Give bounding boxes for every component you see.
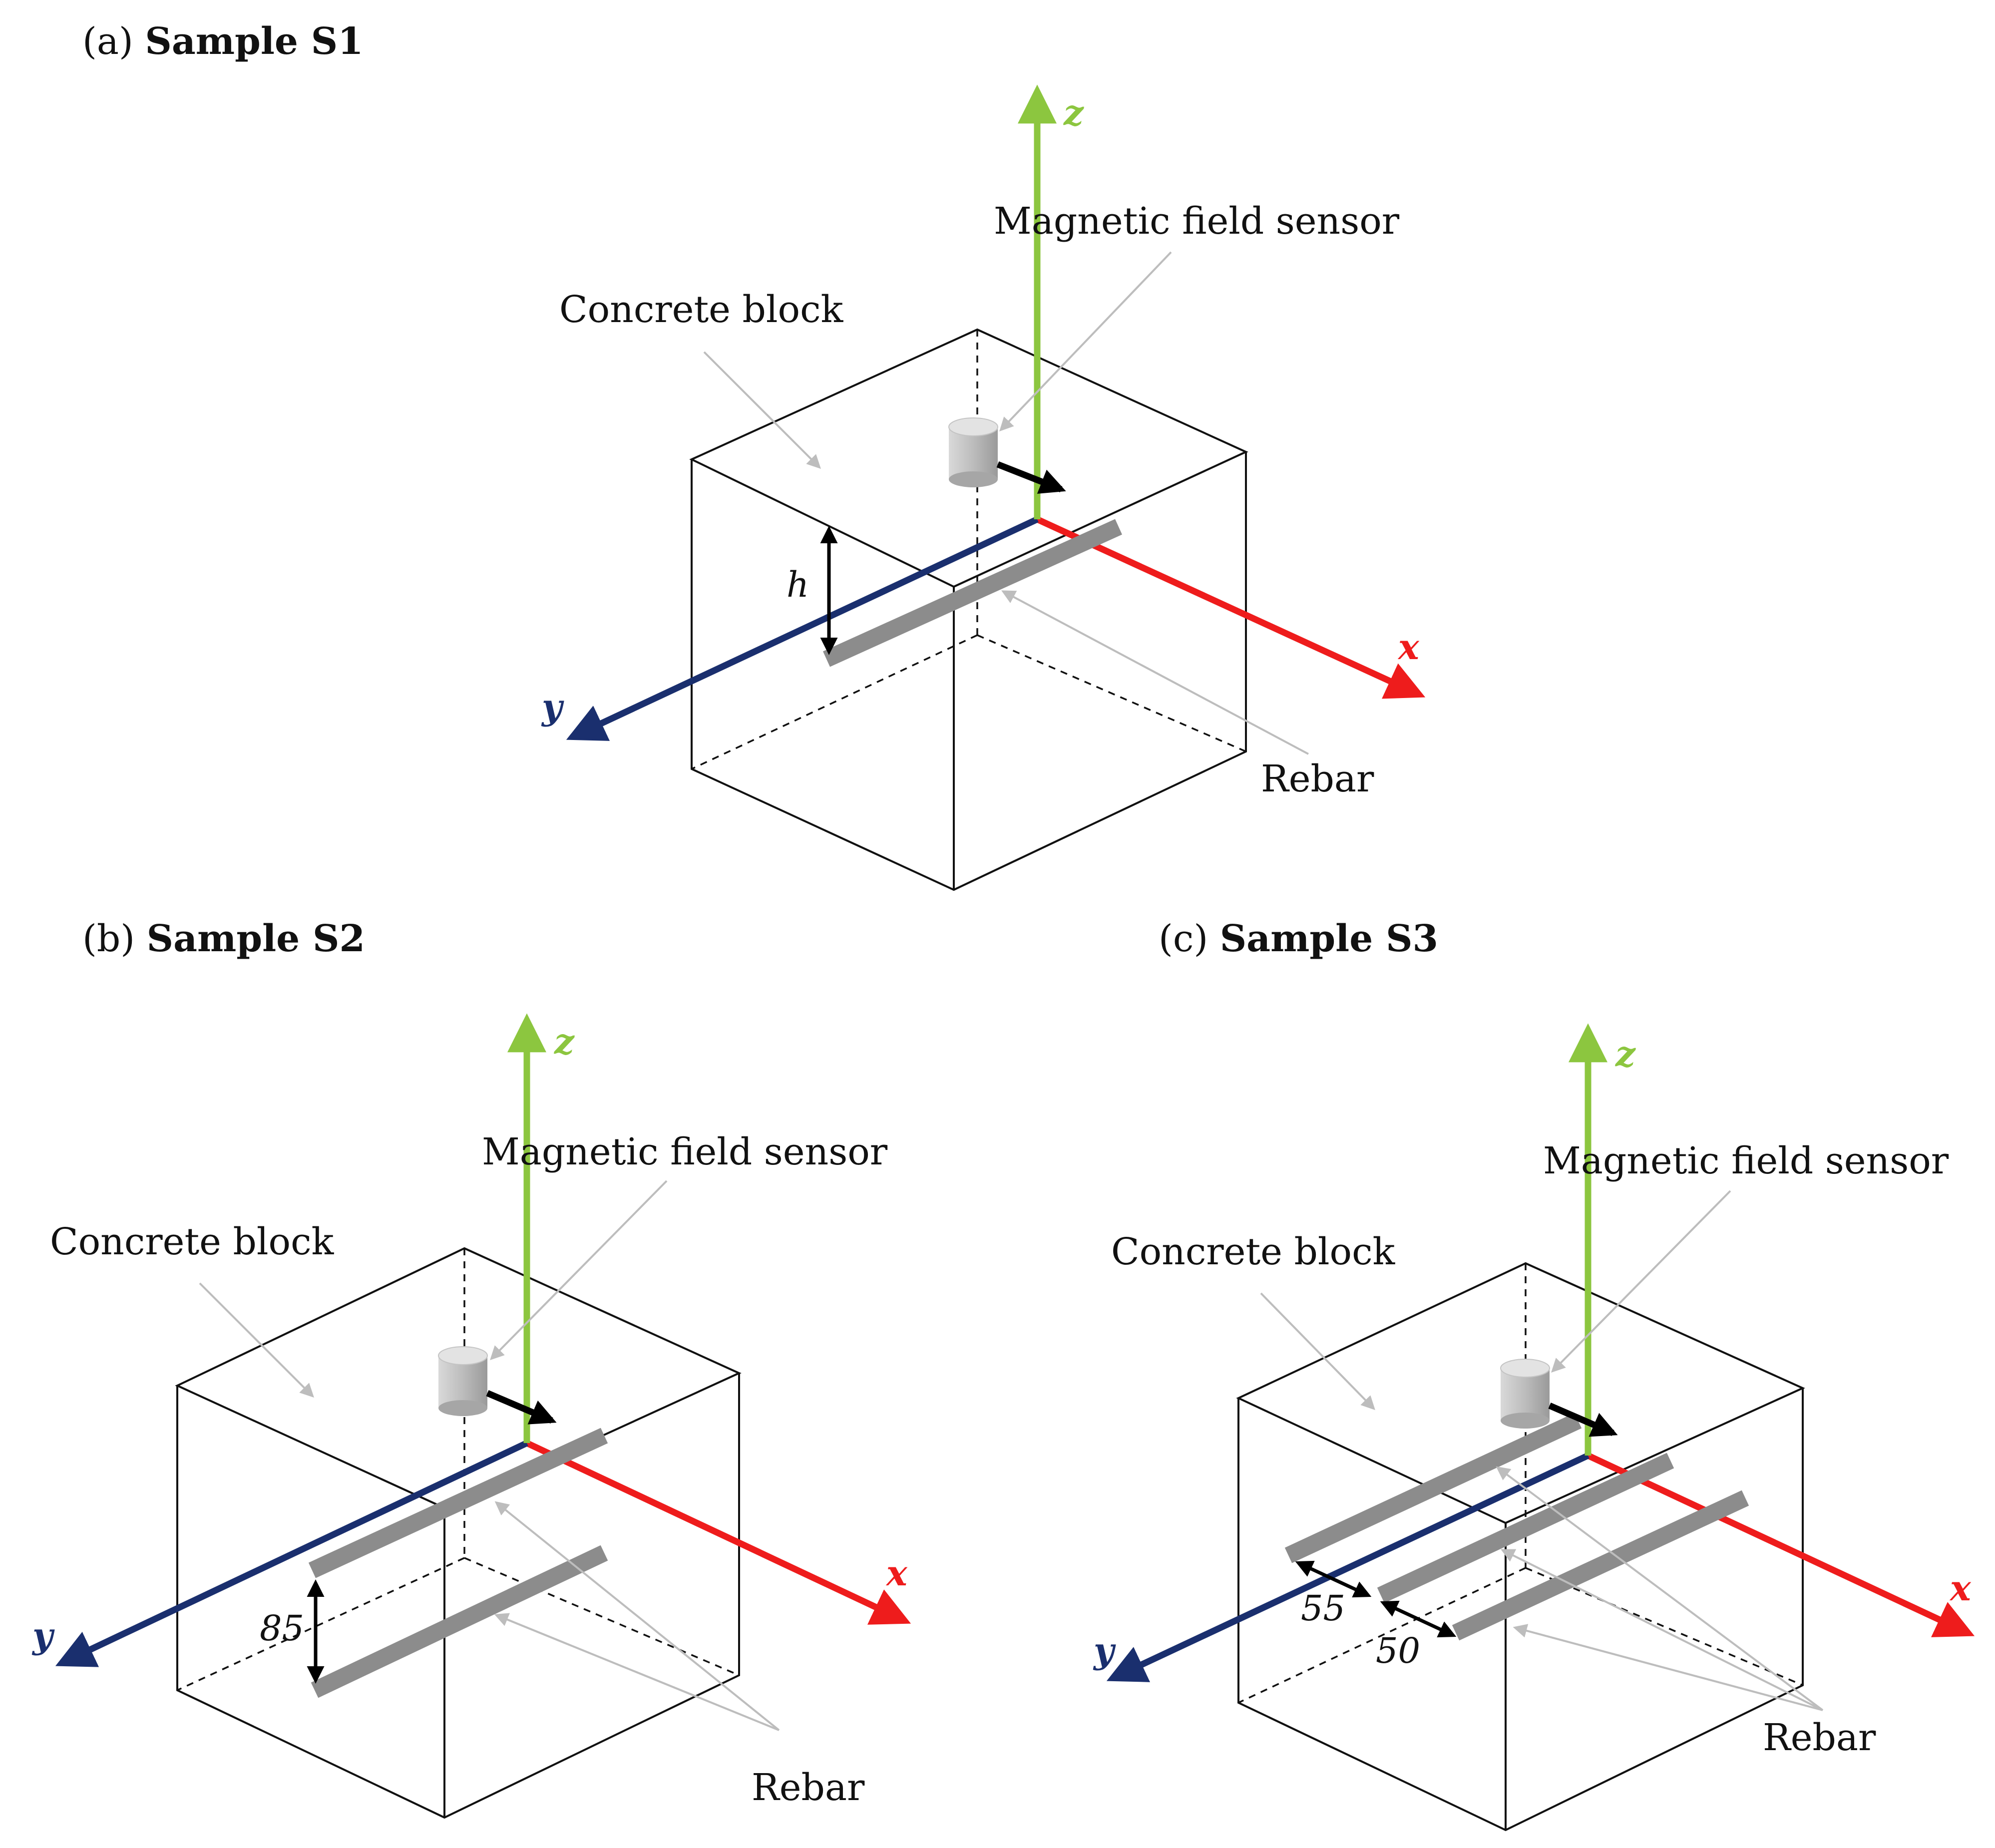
panel-c-x-axis: [1587, 1453, 1975, 1637]
panel-c-title: (c) Sample S3: [1159, 917, 1438, 960]
panel-c-z-label: z: [1614, 1033, 1636, 1075]
panel-c-rebar-leader-2: [1500, 1549, 1823, 1711]
panel-c-spacing-dimension-1: [1295, 1560, 1372, 1598]
panel-c-sensor-leader: [1551, 1190, 1731, 1373]
panel-a: (a) Sample S1 x y z h: [82, 20, 1426, 891]
panel-a-rebar: [822, 519, 1123, 667]
panel-b-rebar-leader-1: [494, 1501, 780, 1731]
panel-c-sensor: [1500, 1359, 1618, 1437]
panel-c-spacing-dimension-2: [1380, 1600, 1457, 1638]
panel-b-sensor: [438, 1346, 557, 1425]
panel-a-x-label: x: [1397, 626, 1420, 668]
panel-c: (c) Sample S3 x y z 55 50: [1093, 917, 1975, 1832]
panel-b-z-label: z: [553, 1021, 575, 1062]
panel-a-concrete-label: Concrete block: [559, 288, 844, 331]
panel-c-spacing-label-1: 55: [1301, 1588, 1345, 1629]
panel-c-rebar-leader-3: [1513, 1624, 1823, 1711]
panel-b-concrete-label: Concrete block: [50, 1220, 335, 1263]
panel-a-x-axis: [1036, 516, 1426, 699]
panel-a-y-label: y: [541, 686, 564, 728]
panel-c-x-label: x: [1949, 1567, 1972, 1609]
panel-c-rebar-2: [1377, 1453, 1674, 1603]
panel-a-concrete-block: [689, 328, 1248, 891]
panel-b-x-axis: [525, 1440, 911, 1625]
panel-b-sensor-direction-arrow: [486, 1390, 557, 1425]
panel-c-rebar-label: Rebar: [1763, 1716, 1876, 1759]
panel-b: (b) Sample S2 x y z 85 Magnetic fi: [31, 917, 911, 1819]
panel-b-rebar-label: Rebar: [752, 1766, 865, 1809]
panel-a-sensor-leader: [999, 251, 1172, 432]
panel-c-rebar-3: [1452, 1490, 1749, 1641]
panel-a-concrete-leader: [703, 351, 821, 469]
panel-a-title: (a) Sample S1: [82, 20, 364, 63]
panel-b-rebar-2: [311, 1545, 608, 1698]
panel-b-spacing-label: 85: [260, 1608, 304, 1649]
panel-c-rebar-leader-1: [1496, 1466, 1824, 1711]
panel-a-rebar-leader: [1001, 590, 1309, 755]
panel-b-rebar-leader-2: [494, 1613, 780, 1731]
panel-c-sensor-direction-arrow: [1548, 1403, 1618, 1437]
panel-a-sensor-direction-arrow: [996, 461, 1066, 494]
panel-b-sensor-label: Magnetic field sensor: [482, 1130, 888, 1173]
panel-c-concrete-block: [1236, 1262, 1805, 1832]
panel-b-y-axis: [55, 1440, 528, 1667]
panel-c-y-label: y: [1093, 1630, 1116, 1671]
panel-b-sensor-leader: [490, 1180, 668, 1360]
panel-c-concrete-leader: [1260, 1292, 1375, 1411]
panel-b-title: (b) Sample S2: [82, 917, 365, 960]
panel-c-concrete-label: Concrete block: [1111, 1230, 1396, 1273]
panel-c-spacing-label-2: 50: [1376, 1630, 1420, 1671]
panel-b-x-label: x: [885, 1552, 908, 1594]
panel-a-rebar-label: Rebar: [1261, 757, 1374, 800]
panel-a-y-axis: [566, 516, 1039, 741]
panel-b-concrete-block: [175, 1247, 742, 1819]
panel-a-z-label: z: [1063, 92, 1084, 133]
panel-b-concrete-leader: [199, 1282, 314, 1398]
panel-a-sensor: [948, 417, 1066, 494]
panel-c-y-axis: [1106, 1453, 1590, 1682]
panel-b-rebar-1: [308, 1428, 608, 1578]
panel-c-rebar-1: [1284, 1413, 1582, 1563]
panel-a-h-label: h: [787, 564, 809, 605]
panel-b-y-label: y: [31, 1615, 55, 1656]
panel-c-sensor-label: Magnetic field sensor: [1543, 1139, 1949, 1182]
panel-a-sensor-label: Magnetic field sensor: [994, 200, 1400, 243]
